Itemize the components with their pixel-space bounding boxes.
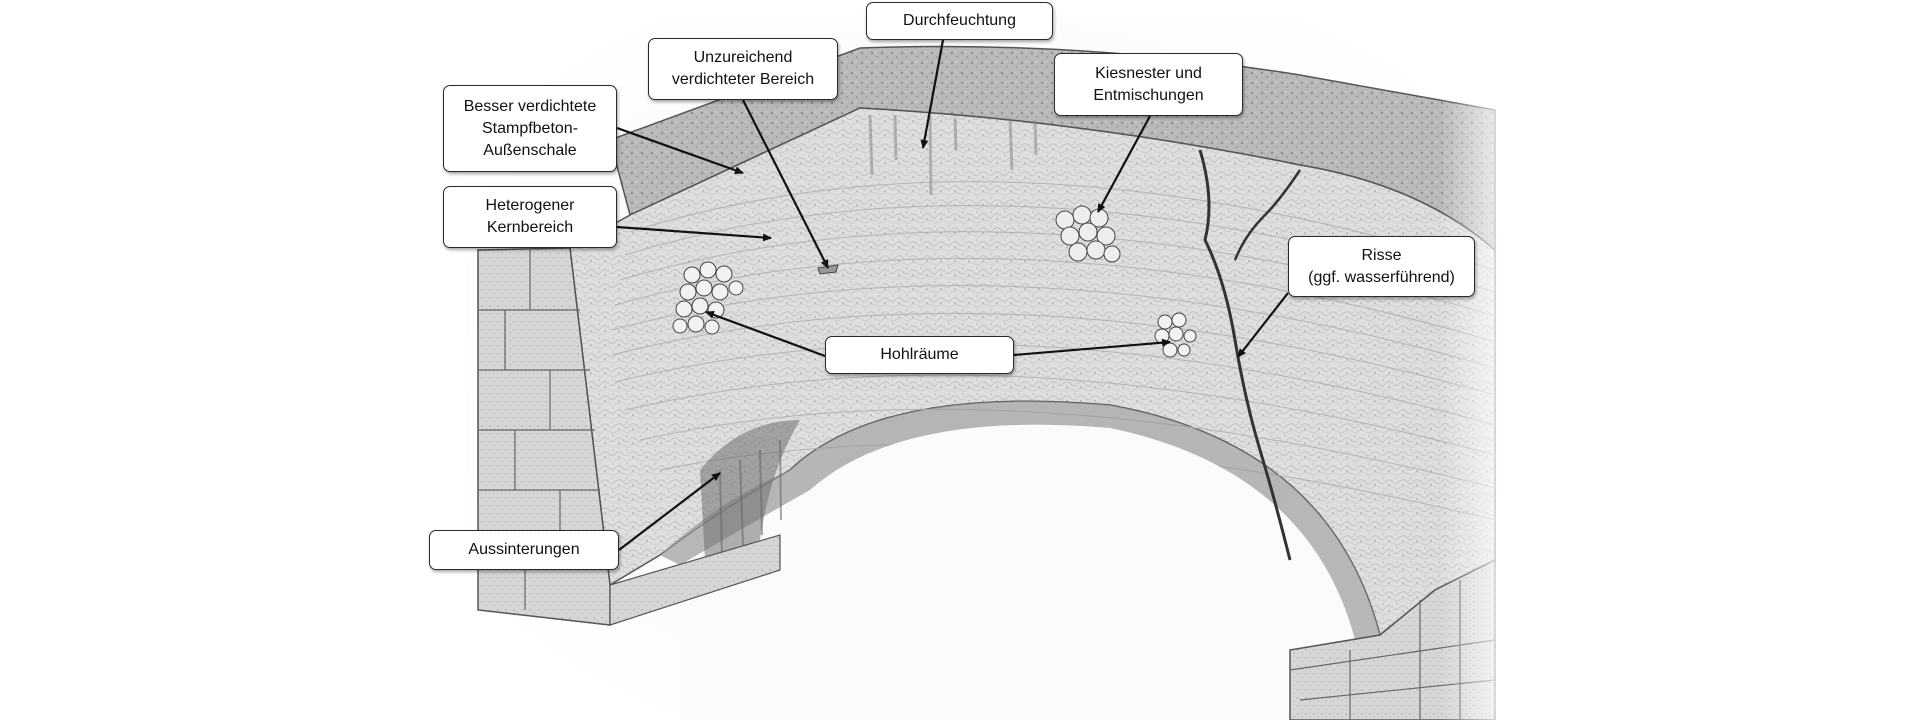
- efflorescence-streaks: [719, 439, 782, 561]
- label-besser-line3: Außenschale: [483, 141, 577, 159]
- void-right: [1154, 312, 1197, 358]
- efflorescence-stain: [700, 420, 800, 560]
- label-unzureichend-line2: verdichteter Bereich: [671, 71, 815, 88]
- label-unzureichend-line1: Unzureichend: [693, 49, 793, 66]
- arch-intrados: [660, 401, 1380, 640]
- label-aussinterungen: Aussinterungen: [429, 530, 619, 570]
- label-heterogen: Heterogener Kernbereich: [443, 186, 617, 248]
- label-aussinterungen-line1: Aussinterungen: [468, 541, 580, 558]
- void-left: [672, 261, 744, 335]
- arrow-kiesnester: [1097, 115, 1151, 213]
- label-kiesnester-line2: Entmischungen: [1093, 86, 1204, 104]
- arrow-heterogen: [616, 225, 772, 242]
- label-besser: Besser verdichtete Stampfbeton- Außensch…: [443, 85, 617, 172]
- leader-arrows: [616, 39, 1289, 551]
- arrow-durchfeuchtung: [920, 39, 945, 149]
- crack-branch: [1233, 169, 1302, 261]
- arrow-hohlraeume-right: [1013, 338, 1171, 357]
- label-besser-line2: Stampfbeton-: [481, 119, 579, 137]
- label-durchfeuchtung: Durchfeuchtung: [866, 2, 1053, 40]
- label-risse-line2: (ggf. wasserführend): [1308, 268, 1455, 286]
- arrow-unzureichend: [742, 99, 829, 269]
- label-kiesnester-line1: Kiesnester und: [1095, 64, 1202, 82]
- right-edge-fade: [1440, 0, 1520, 720]
- moisture-streaks: [868, 114, 1038, 196]
- crack-main: [1198, 149, 1292, 561]
- arch-opening: [680, 424, 1355, 720]
- arrow-risse: [1237, 292, 1289, 358]
- arrow-hohlraeume-left: [705, 310, 826, 358]
- gravel-nest: [1055, 205, 1121, 263]
- label-durchfeuchtung-line1: Durchfeuchtung: [903, 12, 1016, 29]
- label-risse-line1: Risse: [1361, 246, 1402, 264]
- label-unzureichend: Unzureichend verdichteter Bereich: [648, 38, 838, 100]
- label-hohlraeume-line1: Hohlräume: [880, 346, 959, 363]
- label-risse: Risse (ggf. wasserführend): [1288, 236, 1475, 297]
- label-heterogen-line2: Kernbereich: [486, 219, 574, 236]
- label-heterogen-line1: Heterogener: [485, 197, 575, 214]
- arrow-besser: [616, 126, 744, 175]
- arrow-aussinterungen: [618, 472, 721, 551]
- label-hohlraeume: Hohlräume: [825, 336, 1014, 374]
- label-besser-line1: Besser verdichtete: [463, 97, 597, 115]
- label-kiesnester: Kiesnester und Entmischungen: [1054, 53, 1243, 116]
